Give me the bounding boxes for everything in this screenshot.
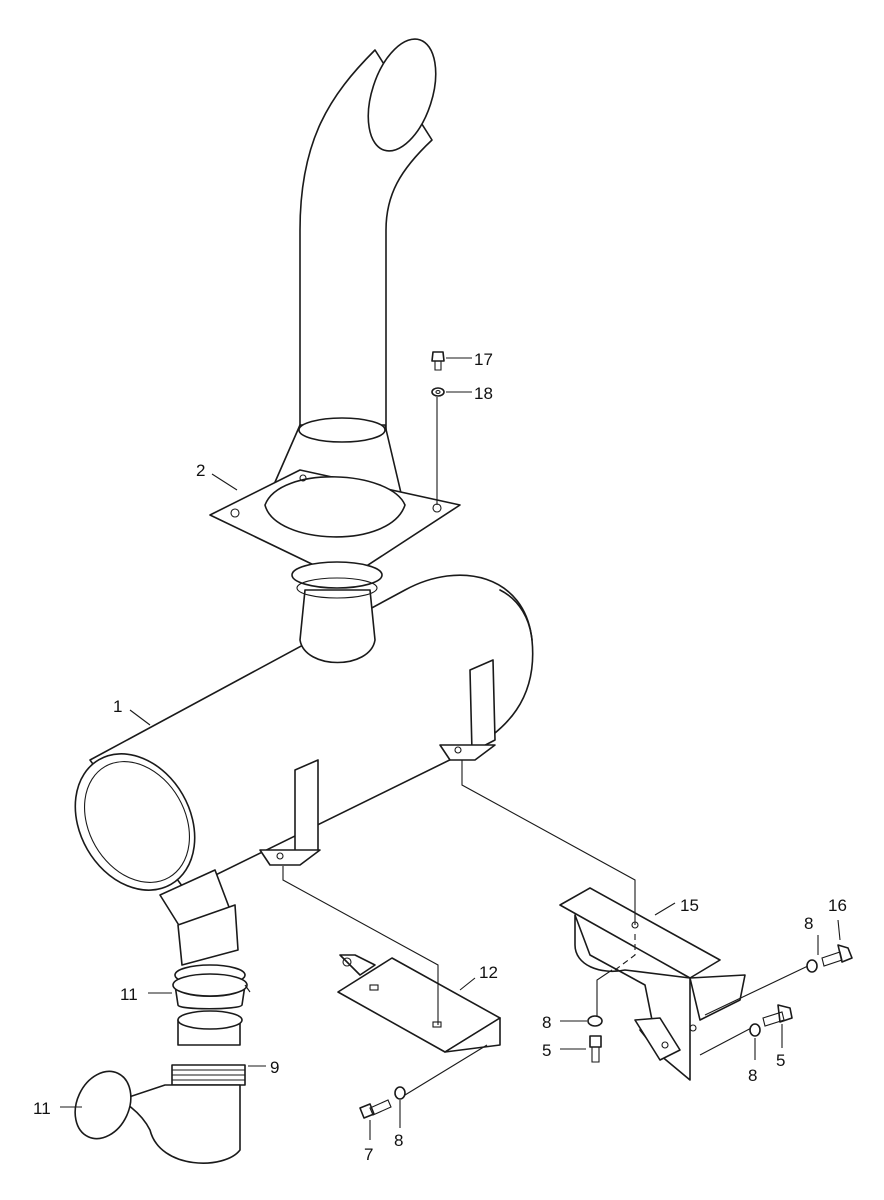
tail-pipe-elbow	[74, 869, 246, 1164]
callout-15: 15	[680, 896, 699, 915]
callout-17: 17	[474, 350, 493, 369]
bracket-15	[559, 887, 746, 1081]
callout-18: 18	[474, 384, 493, 403]
callout-7: 7	[364, 1145, 373, 1164]
bracket-12	[337, 954, 501, 1053]
callout-labels: 1 2 17 18 15 16 8 8 5 8 5 12 11 9 11 7 8	[33, 350, 847, 1164]
assembly-lines	[282, 397, 811, 1096]
callout-leaders	[60, 357, 841, 1140]
callout-11-upper: 11	[120, 985, 138, 1004]
muffler	[74, 561, 534, 891]
callout-8-right-upper: 8	[804, 914, 813, 933]
callout-12: 12	[479, 963, 498, 982]
callout-1: 1	[113, 697, 122, 716]
callout-8-left: 8	[542, 1013, 551, 1032]
callout-8-right-lower: 8	[748, 1066, 757, 1085]
callout-11-lower: 11	[33, 1099, 51, 1118]
callout-16: 16	[828, 896, 847, 915]
callout-8-bottom: 8	[394, 1131, 403, 1150]
callout-2: 2	[196, 461, 205, 480]
callout-5-right: 5	[776, 1051, 785, 1070]
fasteners	[172, 351, 853, 1119]
callout-9: 9	[270, 1058, 279, 1077]
callout-5-left: 5	[542, 1041, 551, 1060]
exhaust-stack	[209, 38, 461, 581]
